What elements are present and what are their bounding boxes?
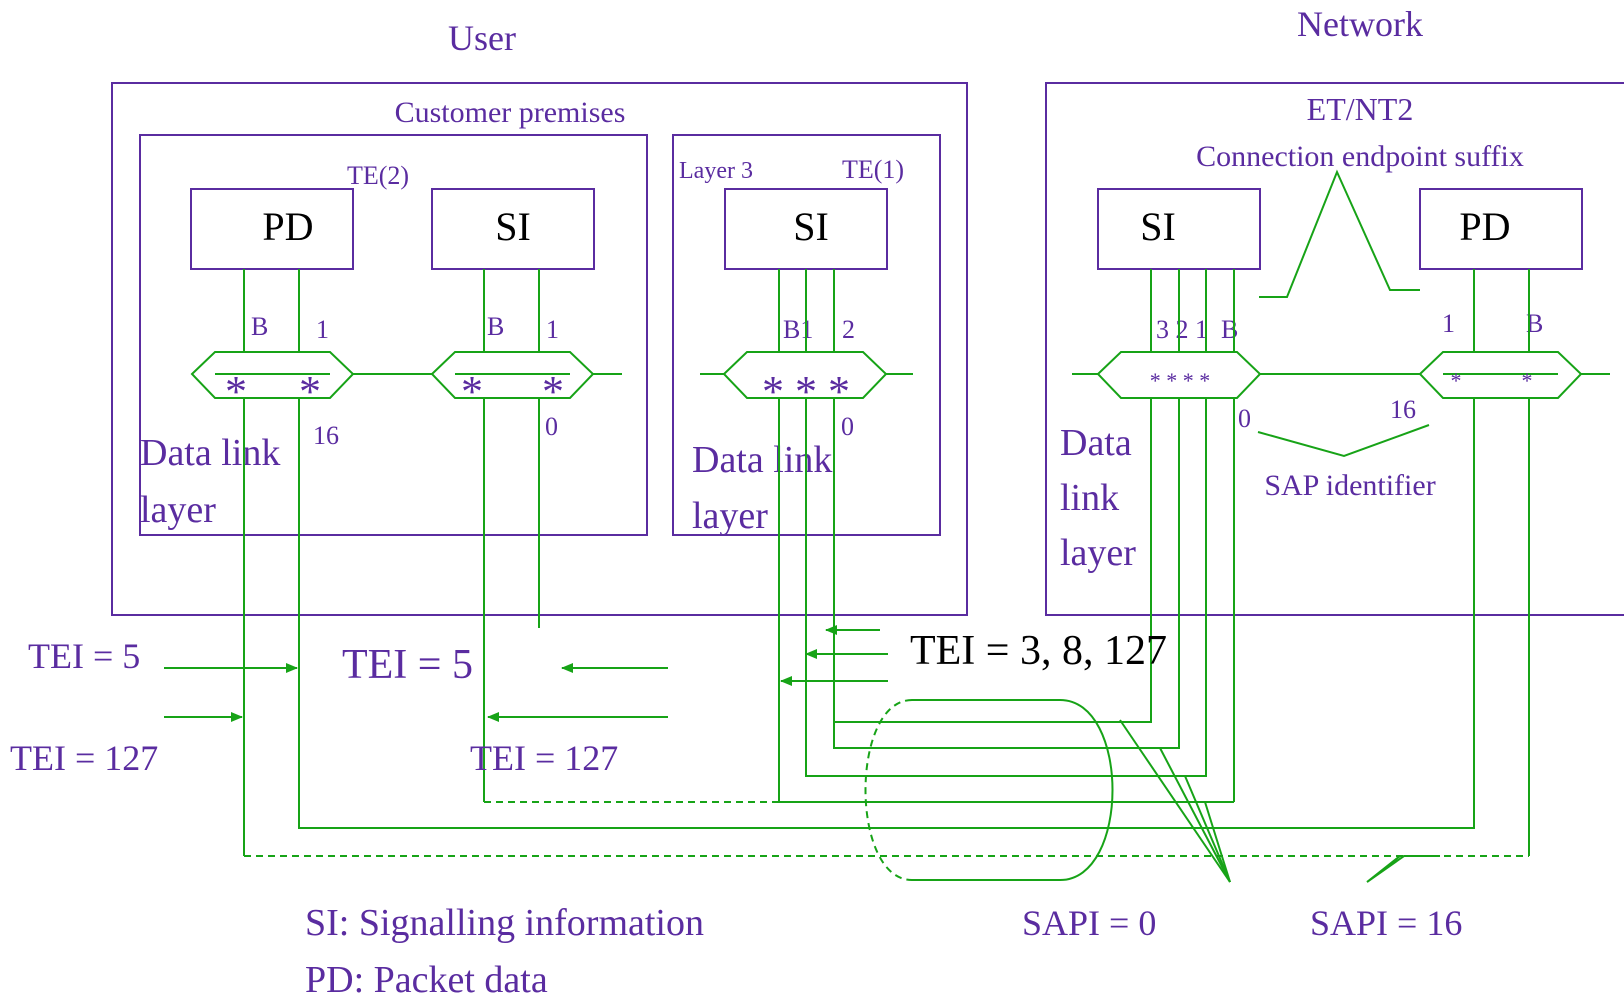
te2-pd-star-b: * — [225, 367, 247, 416]
network-si-ports: 3 2 1 B — [1156, 315, 1238, 344]
network-pd-star-1: * — [1451, 368, 1462, 393]
sap-identifier-label: SAP identifier — [1264, 469, 1435, 502]
customer-premises-label: Customer premises — [395, 96, 626, 129]
te2-si-star-1: * — [542, 367, 564, 416]
sap-identifier-bracket — [1257, 424, 1430, 458]
legend-si: SI: Signalling information — [305, 902, 704, 944]
connection-paths — [243, 398, 1530, 857]
user-heading: User — [448, 18, 516, 58]
te2-tag: TE(2) — [347, 161, 409, 190]
te2-si-port-b: B — [487, 312, 504, 341]
network-si-sap-hexagon — [1096, 351, 1262, 399]
te1-sap-0: 0 — [841, 412, 854, 441]
network-dll-label-line1: Data — [1060, 422, 1132, 464]
network-pd-star-b: * — [1522, 368, 1533, 393]
network-sap-16: 16 — [1390, 395, 1416, 424]
legend-pd: PD: Packet data — [305, 959, 548, 1001]
suffix-bracket — [1259, 169, 1420, 298]
tei-left-127-label: TEI = 127 — [10, 738, 158, 778]
sapi-0-label: SAPI = 0 — [1022, 903, 1156, 943]
te1-port-b1: B1 — [783, 315, 813, 344]
te2-pd-port-1: 1 — [316, 315, 329, 344]
tei-left-5-label: TEI = 5 — [28, 636, 140, 676]
te2-dll-label-line1: Data link — [140, 432, 280, 474]
te2-si-label: SI — [495, 204, 531, 249]
te2-si-star-b: * — [461, 367, 483, 416]
network-si-box — [1097, 188, 1261, 270]
te1-layer3-label: Layer 3 — [679, 158, 753, 184]
te2-si-box — [431, 188, 595, 270]
te2-box — [139, 134, 648, 536]
te2-pd-box — [190, 188, 354, 270]
te1-tag: TE(1) — [842, 155, 904, 184]
te2-si-port-1: 1 — [546, 315, 559, 344]
te1-dll-label-line2: layer — [692, 495, 768, 537]
te2-sap-0: 0 — [545, 412, 558, 441]
network-dll-label-line3: layer — [1060, 532, 1136, 574]
te1-si-label: SI — [793, 204, 829, 249]
te1-sap-hexagon — [722, 351, 888, 399]
tei-arrows — [164, 625, 888, 722]
te2-sap-16: 16 — [313, 421, 339, 450]
te2-dll-label-line2: layer — [140, 489, 216, 531]
te2-pd-label: PD — [262, 204, 313, 249]
te2-pd-star-1: * — [299, 367, 321, 416]
te1-port-2: 2 — [842, 315, 855, 344]
te1-dll-label-line1: Data link — [692, 439, 832, 481]
user-vertical-wires — [243, 269, 835, 352]
connection-endpoint-suffix-label: Connection endpoint suffix — [1196, 140, 1524, 173]
tei-mid-5-label: TEI = 5 — [342, 642, 473, 688]
network-pd-label: PD — [1459, 204, 1510, 249]
tei-right-label: TEI = 3, 8, 127 — [910, 628, 1167, 674]
sapi-0-leaders — [1119, 719, 1231, 883]
sapi-16-label: SAPI = 16 — [1310, 903, 1462, 943]
te2-pd-port-b: B — [251, 312, 268, 341]
cable-bundle-back — [864, 699, 913, 881]
network-vertical-wires — [1150, 269, 1530, 352]
network-dll-label-line2: link — [1060, 477, 1119, 519]
network-pd-port-b: B — [1526, 309, 1543, 338]
network-si-label: SI — [1140, 204, 1176, 249]
network-pd-box — [1419, 188, 1583, 270]
sapi-16-leader — [1366, 855, 1440, 883]
tei-mid-127-label: TEI = 127 — [470, 738, 618, 778]
cable-bundle-front — [912, 699, 1114, 881]
network-pd-port-1: 1 — [1442, 309, 1455, 338]
network-heading: Network — [1297, 4, 1423, 44]
network-si-stars: * * * * — [1150, 368, 1211, 393]
et-nt2-title: ET/NT2 — [1307, 91, 1414, 127]
network-sap-0: 0 — [1238, 404, 1251, 433]
network-box — [1045, 82, 1624, 616]
